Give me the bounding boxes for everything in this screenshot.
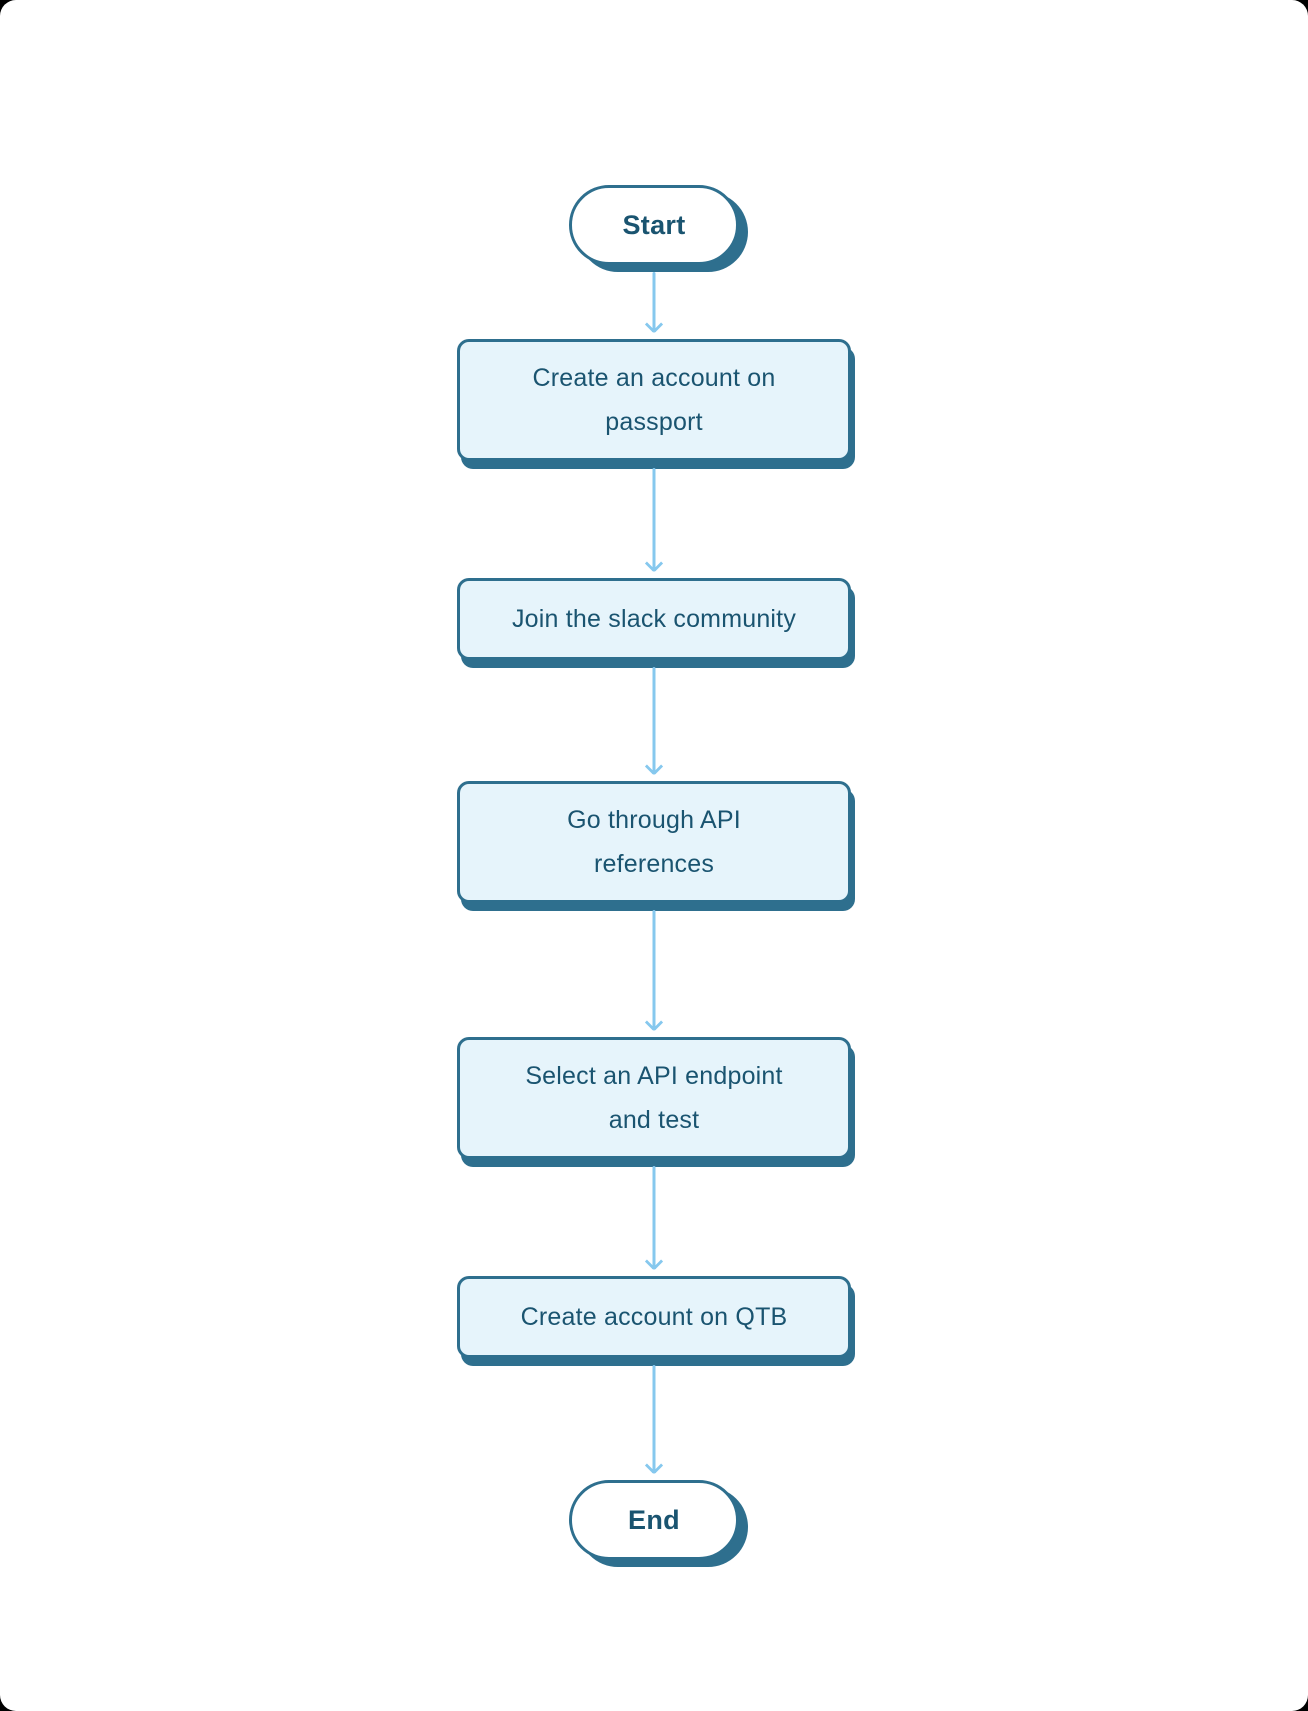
flow-arrow-step-4-to-step-5 (644, 1166, 664, 1271)
arrow-line (652, 1166, 656, 1267)
arrow-line (652, 272, 656, 330)
flow-node-select-api-endpoint-test[interactable]: Select an API endpoint and test (457, 1037, 851, 1159)
arrow-head-icon (644, 1013, 664, 1032)
flow-node-go-through-api-references[interactable]: Go through API references (457, 781, 851, 903)
flow-node-label: Create an account on passport (532, 364, 776, 436)
arrow-line (652, 667, 656, 772)
flow-node-create-account-qtb[interactable]: Create account on QTB (457, 1276, 851, 1358)
flow-node-label: Select an API endpoint and test (525, 1062, 783, 1134)
arrow-head-icon (644, 554, 664, 573)
arrow-head-icon (644, 1456, 664, 1475)
arrow-line (652, 468, 656, 569)
arrow-head-icon (644, 757, 664, 776)
flow-node-label: Go through API references (567, 806, 741, 878)
flow-arrow-step-1-to-step-2 (644, 468, 664, 573)
flow-arrow-start-to-step-1 (644, 272, 664, 334)
arrow-line (652, 910, 656, 1028)
flow-node-create-account-passport[interactable]: Create an account on passport (457, 339, 851, 461)
flow-arrow-step-3-to-step-4 (644, 910, 664, 1032)
arrow-line (652, 1365, 656, 1471)
flow-node-end-label: End (628, 1504, 680, 1535)
flow-node-start[interactable]: Start (569, 185, 739, 265)
flow-node-start-label: Start (622, 209, 686, 240)
flowchart: Start Create an account on passport Join… (457, 185, 851, 1560)
flow-arrow-step-2-to-step-3 (644, 667, 664, 776)
flow-node-label: Create account on QTB (520, 1303, 788, 1331)
arrow-head-icon (644, 315, 664, 334)
flow-node-label: Join the slack community (511, 605, 797, 633)
arrow-head-icon (644, 1252, 664, 1271)
flow-node-end[interactable]: End (569, 1480, 739, 1560)
flow-node-join-slack-community[interactable]: Join the slack community (457, 578, 851, 660)
flow-arrow-step-5-to-end (644, 1365, 664, 1475)
